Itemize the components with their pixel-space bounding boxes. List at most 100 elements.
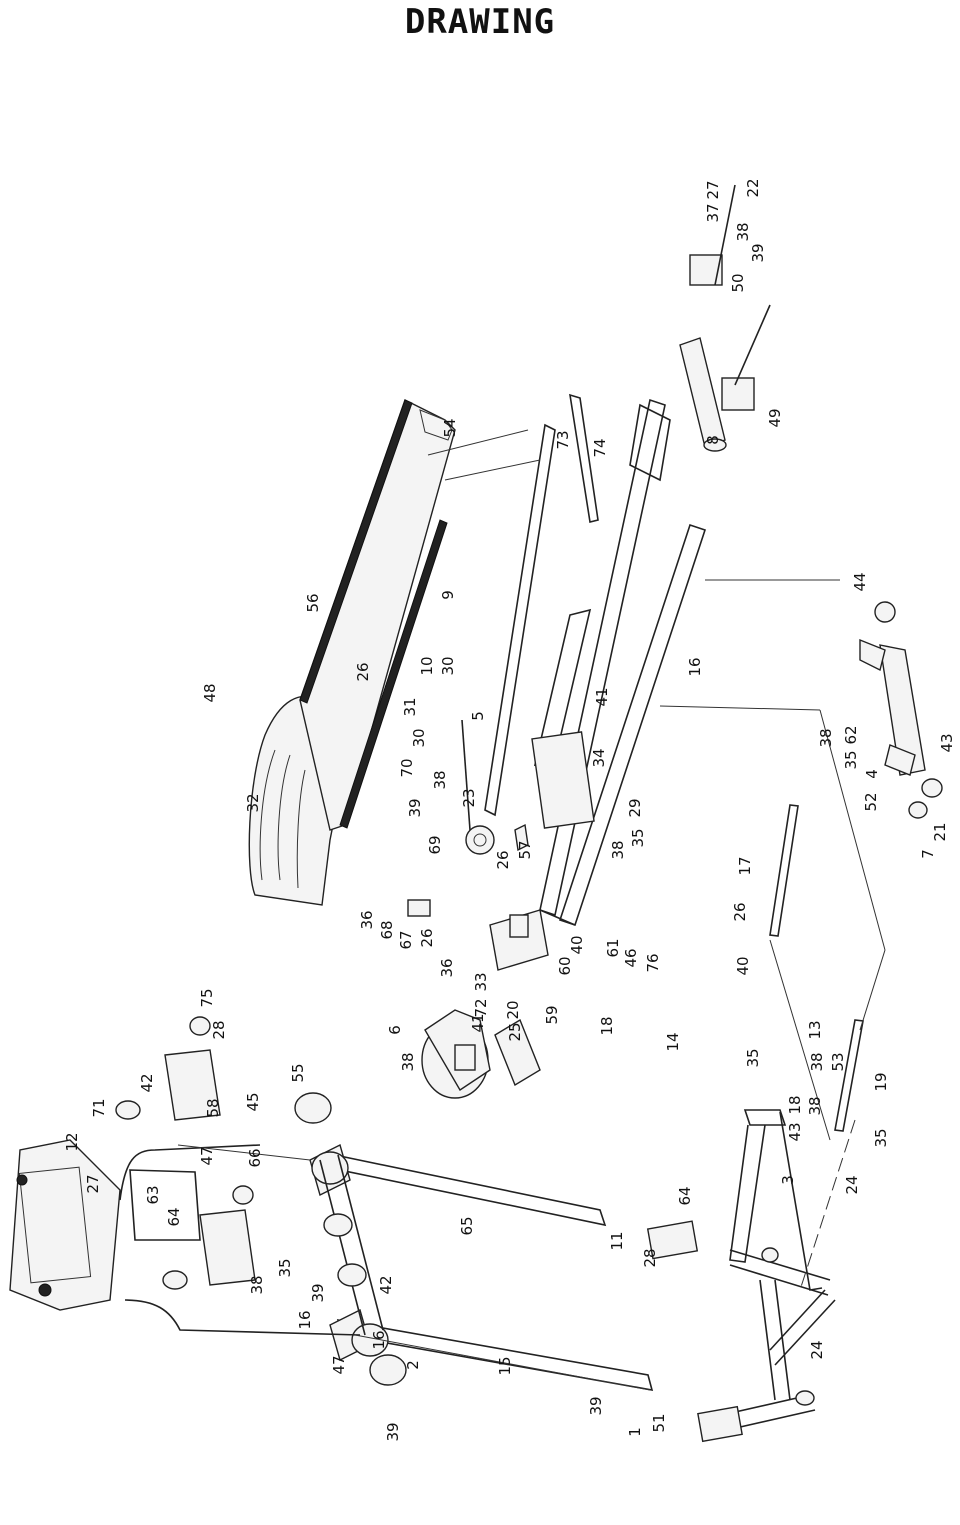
part-callout-label: 31 bbox=[401, 697, 419, 716]
part-callout-label: 14 bbox=[664, 1032, 682, 1051]
part-callout-label: 40 bbox=[734, 956, 752, 975]
part-callout-label: 72 bbox=[472, 998, 490, 1017]
part-callout-label: 10 bbox=[418, 656, 436, 675]
part-callout-label: 59 bbox=[543, 1005, 561, 1024]
part-callout-label: 47 bbox=[330, 1355, 348, 1374]
part-callout-label: 28 bbox=[210, 1020, 228, 1039]
part-callout-label: 71 bbox=[90, 1098, 108, 1117]
console-part bbox=[9, 1139, 121, 1311]
main-frame-part bbox=[531, 398, 707, 927]
part-callout-label: 67 bbox=[397, 930, 415, 949]
part-callout-label: 18 bbox=[598, 1016, 616, 1035]
part-callout-label: 55 bbox=[289, 1063, 307, 1082]
part-callout-label: 46 bbox=[622, 948, 640, 967]
part-callout-label: 44 bbox=[851, 572, 869, 591]
part-callout-label: 21 bbox=[931, 822, 949, 841]
part-callout-label: 16 bbox=[296, 1310, 314, 1329]
part-callout-label: 42 bbox=[377, 1275, 395, 1294]
part-callout-label: 38 bbox=[248, 1275, 266, 1294]
part-callout-label: 2 bbox=[404, 1360, 422, 1370]
cross-tube-part bbox=[319, 1154, 384, 1336]
part-callout-label: 29 bbox=[626, 798, 644, 817]
part-callout-label: 24 bbox=[843, 1175, 861, 1194]
part-callout-label: 75 bbox=[198, 988, 216, 1007]
part-callout-label: 64 bbox=[676, 1186, 694, 1205]
part-callout-label: 35 bbox=[629, 828, 647, 847]
part-callout-label: 30 bbox=[410, 728, 428, 747]
part-callout-label: 39 bbox=[587, 1396, 605, 1415]
part-callout-label: 62 bbox=[842, 725, 860, 744]
part-callout-label: 52 bbox=[862, 792, 880, 811]
part-callout-label: 39 bbox=[384, 1422, 402, 1441]
part-callout-label: 23 bbox=[460, 788, 478, 807]
part-callout-label: 33 bbox=[472, 972, 490, 991]
part-callout-label: 43 bbox=[786, 1122, 804, 1141]
part-callout-label: 36 bbox=[438, 958, 456, 977]
part-callout-label: 17 bbox=[736, 856, 754, 875]
part-callout-label: 11 bbox=[608, 1231, 626, 1250]
leader-lines bbox=[177, 429, 886, 1391]
rear-roller-part bbox=[859, 601, 943, 819]
part-callout-label: 45 bbox=[244, 1092, 262, 1111]
part-callout-label: 34 bbox=[590, 748, 608, 767]
idler-wheel-part bbox=[461, 719, 529, 855]
part-callout-label: 38 bbox=[399, 1052, 417, 1071]
end-cap-part bbox=[294, 1092, 332, 1124]
part-callout-label: 1 bbox=[626, 1427, 644, 1437]
part-callout-label: 16 bbox=[686, 657, 704, 676]
part-callout-label: 24 bbox=[808, 1340, 826, 1359]
part-callout-label: 70 bbox=[398, 758, 416, 777]
part-callout-label: 66 bbox=[246, 1148, 264, 1167]
part-callout-label: 27 bbox=[704, 180, 722, 199]
part-callout-label: 7 bbox=[919, 849, 937, 859]
part-callout-label: 12 bbox=[63, 1132, 81, 1151]
part-callout-label: 35 bbox=[872, 1128, 890, 1147]
part-callout-label: 20 bbox=[504, 1000, 522, 1019]
part-callout-label: 74 bbox=[591, 438, 609, 457]
part-callout-label: 41 bbox=[469, 1013, 487, 1032]
part-callout-label: 50 bbox=[729, 273, 747, 292]
part-callout-label: 8 bbox=[704, 435, 722, 445]
part-callout-label: 47 bbox=[198, 1146, 216, 1165]
part-callout-label: 4 bbox=[863, 769, 881, 779]
part-callout-label: 16 bbox=[370, 1330, 388, 1349]
part-callout-label: 42 bbox=[138, 1073, 156, 1092]
part-callout-label: 19 bbox=[872, 1072, 890, 1091]
part-callout-label: 58 bbox=[204, 1098, 222, 1117]
part-callout-label: 26 bbox=[494, 850, 512, 869]
part-callout-label: 3 bbox=[779, 1175, 797, 1185]
part-callout-label: 9 bbox=[439, 590, 457, 600]
page-title: DRAWING bbox=[404, 2, 556, 42]
part-callout-label: 76 bbox=[644, 953, 662, 972]
part-callout-label: 60 bbox=[556, 956, 574, 975]
part-callout-label: 39 bbox=[406, 798, 424, 817]
part-callout-label: 25 bbox=[506, 1022, 524, 1041]
part-callout-label: 6 bbox=[386, 1025, 404, 1035]
part-callout-label: 40 bbox=[568, 935, 586, 954]
part-callout-label: 61 bbox=[604, 938, 622, 957]
drive-motor-part bbox=[421, 1009, 541, 1099]
part-callout-label: 39 bbox=[749, 243, 767, 262]
part-callout-label: 53 bbox=[829, 1052, 847, 1071]
base-frame-part bbox=[646, 1109, 836, 1443]
part-callout-label: 43 bbox=[938, 733, 956, 752]
part-callout-label: 32 bbox=[244, 793, 262, 812]
part-callout-label: 38 bbox=[734, 222, 752, 241]
part-callout-label: 37 bbox=[704, 203, 722, 222]
part-callout-label: 51 bbox=[650, 1413, 668, 1432]
part-callout-label: 57 bbox=[516, 840, 534, 859]
part-callout-label: 65 bbox=[458, 1216, 476, 1235]
part-callout-label: 38 bbox=[806, 1096, 824, 1115]
part-callout-label: 36 bbox=[358, 910, 376, 929]
part-callout-label: 48 bbox=[201, 683, 219, 702]
part-callout-label: 18 bbox=[786, 1095, 804, 1114]
part-callout-label: 5 bbox=[469, 711, 487, 721]
running-belt-part bbox=[299, 399, 456, 831]
part-callout-label: 26 bbox=[418, 928, 436, 947]
controller-box-part bbox=[407, 899, 549, 971]
part-callout-label: 27 bbox=[84, 1174, 102, 1193]
part-callout-label: 13 bbox=[806, 1020, 824, 1039]
part-callout-label: 63 bbox=[144, 1185, 162, 1204]
